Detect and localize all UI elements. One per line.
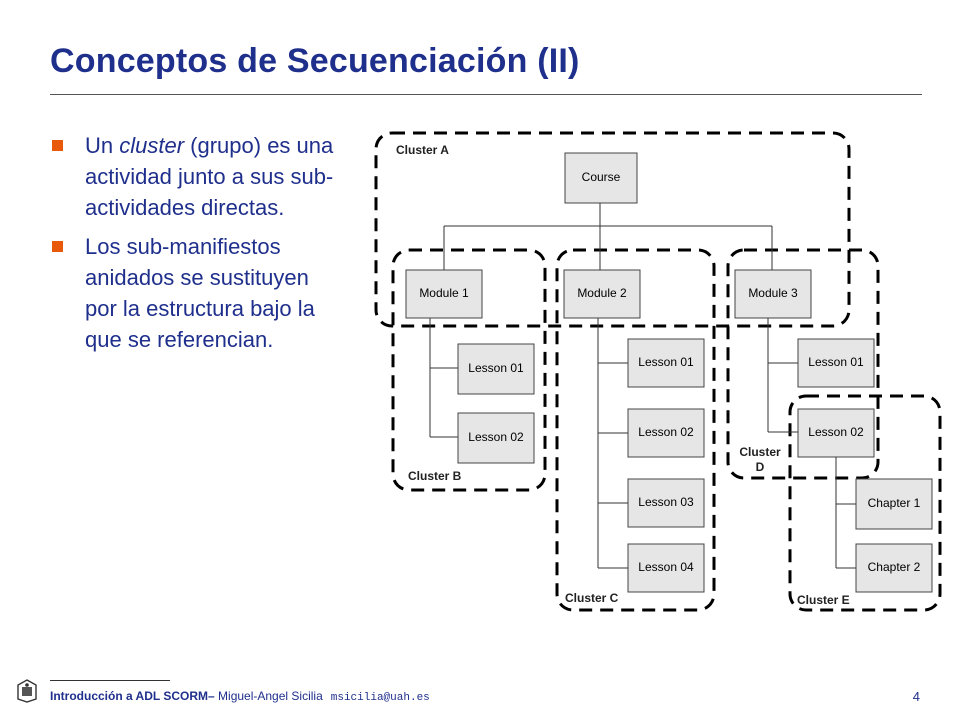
slide-title: Conceptos de Secuenciación (II) [50, 42, 580, 80]
node-lesson-box [627, 338, 705, 388]
node-lesson-box [627, 543, 705, 593]
node-module1-box [405, 269, 483, 319]
cluster-d-label: D [756, 460, 765, 474]
square-bullet-icon [52, 241, 63, 252]
bullet-list: Un cluster (grupo) es una actividad junt… [52, 130, 342, 363]
bullet-item: Los sub-manifiestos anidados se sustituy… [52, 231, 342, 355]
node-label: Course [582, 170, 621, 184]
cluster-d-outline [726, 248, 880, 480]
node-label: Lesson 02 [468, 430, 524, 444]
node-label: Lesson 01 [638, 355, 694, 369]
node-lesson-box [457, 412, 535, 464]
node-label: Lesson 04 [638, 560, 694, 574]
node-label: Lesson 01 [468, 361, 524, 375]
cluster-e-label: Cluster E [797, 593, 850, 607]
node-lesson-box [797, 338, 875, 388]
cluster-a-label: Cluster A [396, 143, 449, 157]
node-lesson-box [797, 408, 875, 458]
cluster-a-outline [374, 131, 851, 328]
node-chapter-box [855, 543, 933, 593]
university-logo-icon [17, 679, 37, 703]
cluster-e-outline [788, 394, 942, 612]
footer-email: msicilia@uah.es [330, 692, 430, 704]
page-number: 4 [912, 689, 920, 704]
node-lesson-box [627, 408, 705, 458]
node-label: Lesson 03 [638, 495, 694, 509]
node-course-box [564, 152, 638, 204]
node-module2-box [563, 269, 641, 319]
node-label: Chapter 1 [868, 496, 921, 510]
cluster-diagram: Course Module 1 Module 2 Module 3 Lesson… [374, 131, 942, 612]
bullet-item: Un cluster (grupo) es una actividad junt… [52, 130, 342, 223]
node-label: Module 2 [577, 286, 627, 300]
node-lesson-box [627, 478, 705, 528]
footer-course: Introducción a ADL SCORM [50, 689, 209, 703]
square-bullet-icon [52, 140, 63, 151]
node-lesson-box [457, 343, 535, 395]
footer-text: Introducción a ADL SCORM– Miguel-Angel S… [50, 689, 430, 704]
bullet-text-end: (grupo) es una actividad junto a sus sub… [85, 133, 334, 220]
footer-separator: – [208, 689, 219, 703]
node-label: Lesson 02 [808, 425, 864, 439]
node-label: Module 3 [748, 286, 798, 300]
cluster-c-label: Cluster C [565, 591, 619, 605]
node-label: Module 1 [419, 286, 469, 300]
bullet-text-start: Un [85, 133, 120, 158]
node-chapter-box [855, 478, 933, 530]
footer-rule [50, 680, 170, 681]
cluster-b-label: Cluster B [408, 469, 462, 483]
cluster-d-label: Cluster [739, 445, 781, 459]
title-underline [50, 94, 922, 95]
bullet-emphasis: cluster [119, 133, 185, 158]
node-label: Lesson 01 [808, 355, 864, 369]
node-label: Lesson 02 [638, 425, 694, 439]
footer-author: Miguel-Angel Sicilia [218, 689, 323, 703]
node-module3-box [734, 269, 812, 319]
node-label: Chapter 2 [868, 560, 921, 574]
bullet-text: Los sub-manifiestos anidados se sustituy… [85, 234, 315, 352]
